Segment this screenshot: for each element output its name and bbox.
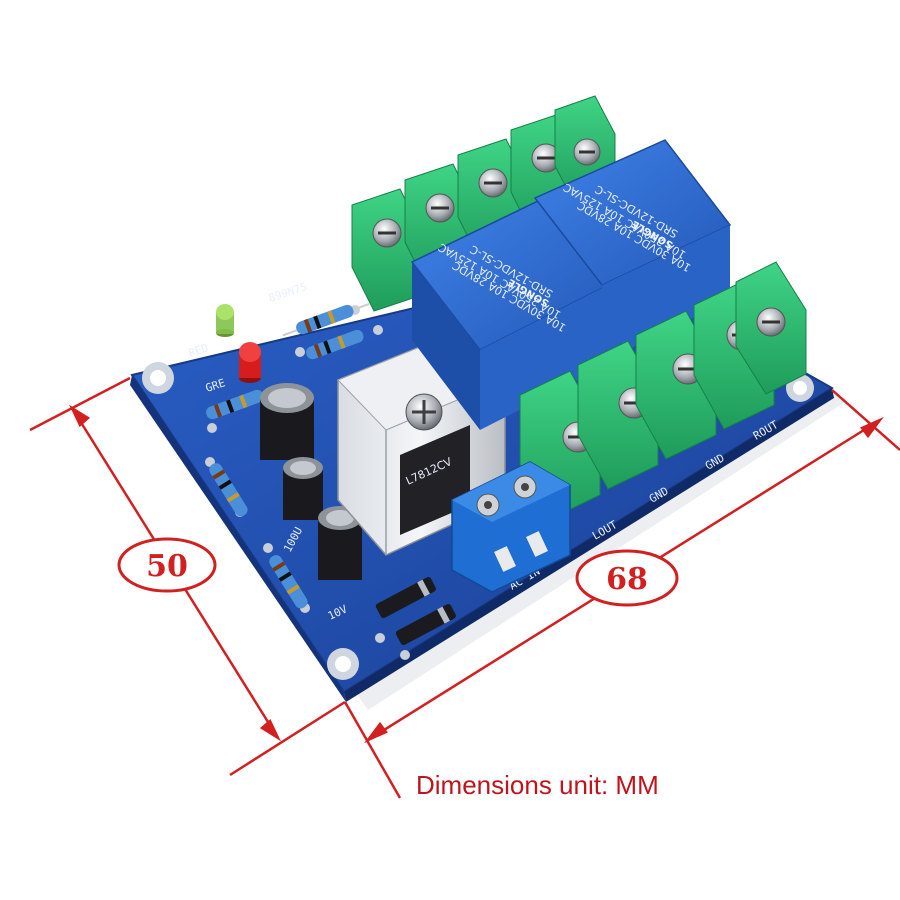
silk-green-label: GRE <box>204 376 227 395</box>
screw-terminal-front <box>519 261 807 520</box>
silk-resistor-code: 899N75 <box>267 280 309 305</box>
height-value: 50 <box>146 549 188 584</box>
resistor <box>206 389 264 420</box>
mounting-hole <box>327 648 359 680</box>
silk-red-label: RED <box>187 341 210 360</box>
relay-left: SONGLE SRD-12VDC-SL-C 10A 250VAC 10A 125… <box>410 199 610 430</box>
dimension-width-badge: 68 <box>575 549 679 607</box>
width-value: 68 <box>606 562 648 597</box>
diode <box>395 603 456 646</box>
capacitor <box>283 457 323 520</box>
ac-input-terminal <box>451 461 571 593</box>
mounting-hole <box>142 362 174 394</box>
capacitor <box>318 506 362 580</box>
dimensions-caption: Dimensions unit: MM <box>416 770 659 800</box>
green-led <box>216 304 234 337</box>
relay-right: SONGLE SRD-12VDC-SL-C 10A 250VAC 10A 125… <box>533 139 732 362</box>
resistor <box>209 463 248 517</box>
resistor <box>269 555 308 609</box>
screw <box>405 393 443 431</box>
resistor <box>282 302 370 337</box>
dimension-height-badge: 50 <box>117 537 217 593</box>
resistor <box>306 329 364 360</box>
diode <box>375 576 436 619</box>
red-led <box>239 342 261 383</box>
capacitor <box>260 383 314 460</box>
